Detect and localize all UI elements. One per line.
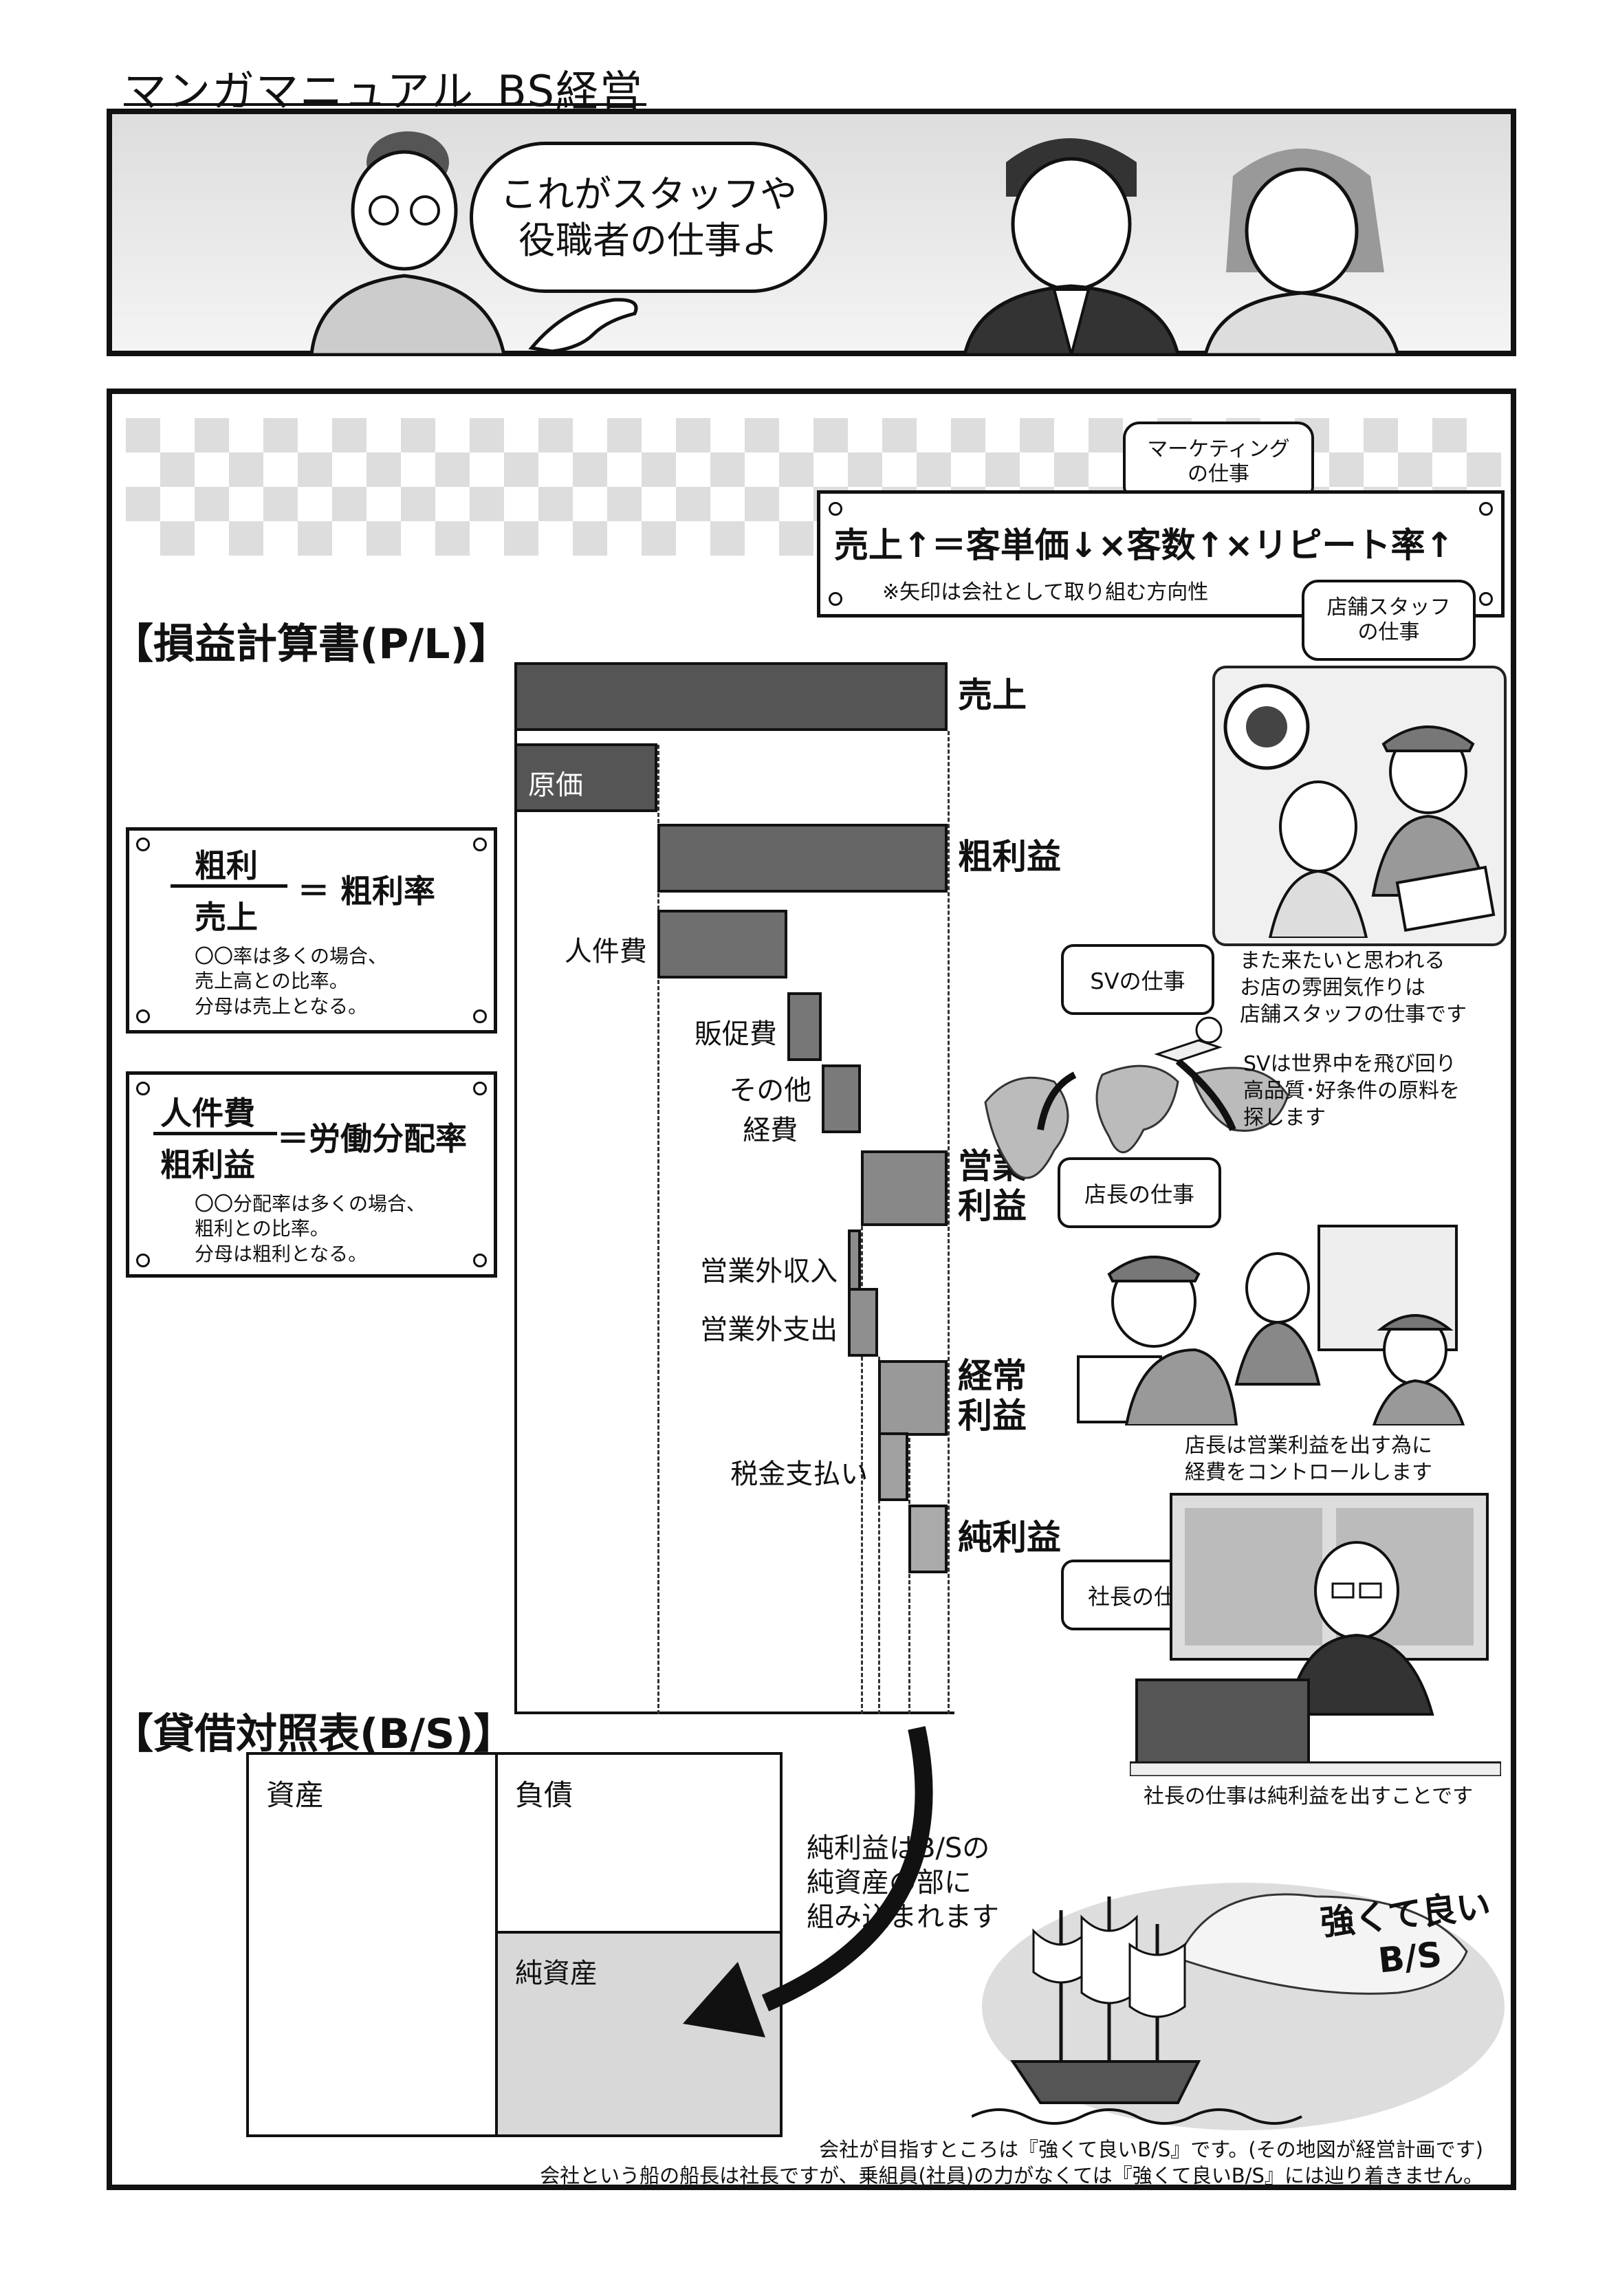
woman-glasses-figure [309,131,506,355]
man-suit-figure [963,138,1180,355]
president-note: 社長の仕事は純利益を出すことです [1144,1784,1474,1808]
labor-share-box: 人件費 粗利益 ＝労働分配率 〇〇分配率は多くの場合、 粗利との比率。 分母は粗… [126,1071,497,1278]
waterfall-bar [787,992,822,1061]
pl-heading: 【損益計算書(P/L)】 [112,620,510,668]
waterfall-bar [908,1505,948,1573]
store-staff-illustration [1212,666,1507,946]
manager-note: 店長は営業利益を出す為に 経費をコントロールします [1185,1434,1432,1485]
footer-line-1: 会社が目指すところは『強くて良いB/S』です。(その地図が経営計画です) [819,2138,1483,2161]
sv-bubble: SVの仕事 [1061,944,1214,1015]
labor-denominator: 粗利益 [160,1146,255,1183]
gross-note: 〇〇率は多くの場合、 売上高との比率。 分母は売上となる。 [195,945,388,1018]
labor-numerator: 人件費 [160,1095,255,1132]
title-underline [124,103,646,106]
formula-box: 売上↑＝客単価↓×客数↑×リピート率↑ ※矢印は会社として取り組む方向性 [817,490,1505,617]
gross-denominator: 売上 [195,899,258,936]
waterfall-bar [657,910,787,978]
waterfall-label: 販促費 [694,1018,777,1050]
chart-baseline [514,1712,954,1714]
bs-table: 資産 負債 純資産 [246,1752,783,2137]
sv-note: SVは世界中を飛び回り 高品質･好条件の原料を 探します [1243,1052,1460,1130]
bs-heading: 【貸借対照表(B/S)】 [112,1710,515,1758]
net-income-arrow-icon [683,1726,933,2037]
store-staff-bubble: 店舗スタッフ の仕事 [1302,580,1476,661]
page-title: マンガマニュアル_BS経営 [124,66,644,116]
chart-guide-line [657,745,659,1714]
waterfall-bar [848,1288,879,1357]
island-text: 強くて良い B/S [1318,1885,1493,1981]
manager-bubble-text: 店長の仕事 [1084,1181,1194,1207]
waterfall-label: 経常 利益 [958,1356,1027,1436]
bs-net-assets-cell: 純資産 [498,1934,780,2134]
manager-bubble: 店長の仕事 [1058,1157,1221,1228]
waterfall-label: 人件費 [564,936,647,967]
staff-note: また来たいと思われる お店の雰囲気作りは 店舗スタッフの仕事です [1240,949,1467,1027]
gross-result: ＝ 粗利率 [298,873,436,910]
gross-margin-box: 粗利 売上 ＝ 粗利率 〇〇率は多くの場合、 売上高との比率。 分母は売上となる… [126,827,497,1034]
chart-guide-line [878,1357,881,1714]
waterfall-bar [878,1432,909,1501]
bs-assets-cell: 資産 [249,1755,498,2134]
world-map-illustration [984,1016,1289,1179]
chart-guide-line [948,731,950,1714]
waterfall-bar [878,1360,948,1436]
footer-line-2: 会社という船の船長は社長ですが、乗組員(社員)の力がなくては『強くて良いB/S』… [540,2164,1483,2187]
waterfall-bar [514,662,948,731]
waterfall-label: 純利益 [958,1518,1061,1557]
top-panel: これがスタッフや 役職者の仕事よ [107,109,1516,356]
waterfall-label: 売上 [958,675,1027,715]
waterfall-bar [861,1150,948,1226]
waterfall-bar [822,1064,861,1133]
bs-assets-label: 資産 [266,1778,325,1812]
president-illustration [1130,1493,1501,1776]
ship-island-illustration [972,1883,1505,2130]
store-staff-bubble-text: 店舗スタッフ の仕事 [1326,595,1451,644]
sv-bubble-text: SVの仕事 [1090,967,1185,994]
chart-axis [514,662,517,1714]
waterfall-label: 営業外収入 [700,1256,838,1287]
gross-fraction-line [171,884,287,888]
labor-result: ＝労働分配率 [277,1120,467,1157]
bs-arrow-note: 純利益はB/Sの 純資産の部に 組み込まれます [807,1833,999,1933]
labor-note: 〇〇分配率は多くの場合、 粗利との比率。 分母は粗利となる。 [195,1192,426,1265]
main-panel: マーケティング の仕事 売上↑＝客単価↓×客数↑×リピート率↑ ※矢印は会社とし… [107,389,1516,2190]
formula-text: 売上↑＝客単価↓×客数↑×リピート率↑ [834,525,1454,565]
waterfall-label: 税金支払い [730,1458,868,1490]
gross-numerator: 粗利 [195,847,258,884]
speech-text: これがスタッフや 役職者の仕事よ [500,172,797,263]
waterfall-bar [514,743,657,812]
waterfall-bar [657,824,948,893]
pl-waterfall-chart: 売上原価粗利益人件費販促費その他 経費営業 利益営業外収入営業外支出経常 利益税… [514,662,1064,1721]
waterfall-label: 原価 [528,769,583,801]
speech-bubble: これがスタッフや 役職者の仕事よ [470,142,827,293]
bs-net-assets-label: 純資産 [515,1958,598,1989]
bs-liabilities-label: 負債 [515,1778,573,1812]
bs-liabilities-cell: 負債 [498,1755,780,1934]
labor-fraction-line [153,1132,277,1135]
waterfall-label: その他 経費 [729,1075,812,1146]
manager-illustration [1077,1225,1465,1425]
marketing-bubble-text: マーケティング の仕事 [1147,437,1290,486]
open-hand-icon [528,298,638,353]
woman-staff-figure [1203,149,1400,355]
formula-note: ※矢印は会社として取り組む方向性 [882,580,1209,604]
waterfall-label: 営業外支出 [700,1314,838,1346]
chart-guide-line [861,1164,863,1714]
waterfall-label: 粗利益 [958,837,1061,877]
